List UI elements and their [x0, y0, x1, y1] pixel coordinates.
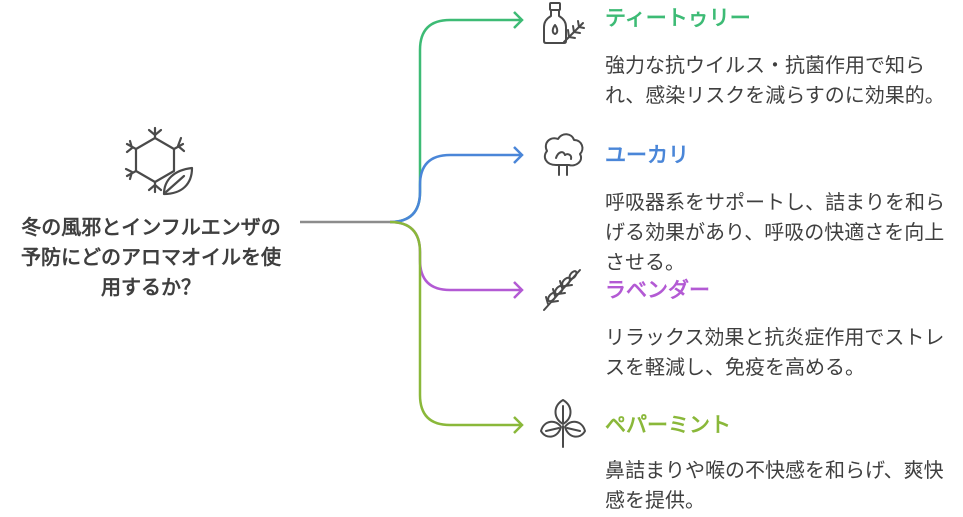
branch-title-eucalyptus: ユーカリ	[605, 143, 689, 167]
connector-tea-tree	[389, 18, 522, 224]
branch-title-tea-tree: ティートゥリー	[605, 6, 751, 30]
branch-title-peppermint: ペパーミント	[605, 413, 731, 437]
arrow-eucalyptus	[513, 146, 524, 164]
oil-bottle-icon	[543, 2, 585, 44]
connector-eucalyptus	[389, 153, 522, 224]
snowflake-leaf-icon	[124, 126, 194, 196]
branch-desc-peppermint: 鼻詰まりや喉の不快感を和らげ、爽快感を提供。	[605, 458, 944, 512]
branch-desc-eucalyptus: 呼吸器系をサポートし、詰まりを和らげる効果があり、呼吸の快適さを向上させる。	[605, 190, 945, 274]
connector-lavender	[389, 220, 522, 292]
arrow-tea-tree	[513, 11, 524, 29]
branch-desc-tea-tree: 強力な抗ウイルス・抗菌作用で知られ、感染リスクを減らすのに効果的。	[605, 53, 945, 107]
eucalyptus-tree-icon	[543, 133, 584, 176]
branch-title-lavender: ラベンダー	[605, 278, 710, 302]
lavender-sprig-icon	[543, 269, 581, 311]
root-title: 冬の風邪とインフルエンザの予防にどのアロマオイルを使用するか？	[21, 215, 281, 299]
connector-peppermint	[389, 220, 522, 427]
arrow-lavender	[513, 281, 524, 299]
branch-desc-lavender: リラックス効果と抗炎症作用でストレスを軽減し、免疫を高める。	[605, 325, 945, 379]
mint-leaves-icon	[540, 399, 586, 448]
arrow-peppermint	[513, 416, 524, 434]
